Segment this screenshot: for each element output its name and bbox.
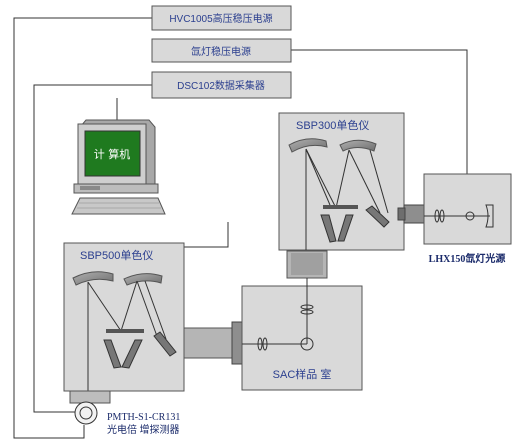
- sbp500-monochromator: SBP500单色仪: [63, 242, 243, 410]
- sbp300-label: SBP300单色仪: [296, 118, 369, 132]
- detector-model-label: PMTH-S1-CR131: [107, 412, 180, 423]
- computer-screen: [84, 130, 141, 177]
- sbp500-label: SBP500单色仪: [80, 248, 153, 262]
- keyboard-icon: [71, 197, 166, 215]
- sample-chamber: SAC样品 室: [241, 278, 363, 391]
- data-acquisition-label: DSC102数据采集器: [177, 79, 265, 92]
- computer-icon: 计 算机: [71, 119, 166, 215]
- computer-screen-label: 计 算机: [94, 147, 131, 161]
- sbp300-monochromator: SBP300单色仪: [278, 112, 425, 279]
- xenon-light-source: LHX150氙灯光源: [423, 173, 512, 265]
- sample-chamber-label: SAC样品 室: [273, 367, 332, 381]
- lamp-supply-box: 氙灯稳压电源: [151, 38, 292, 63]
- data-acquisition-box: DSC102数据采集器: [151, 71, 292, 99]
- hv-supply-label: HVC1005高压稳压电源: [169, 12, 272, 25]
- photomultiplier-detector: PMTH-S1-CR131 光电倍 增探测器: [74, 401, 180, 436]
- hv-supply-box: HVC1005高压稳压电源: [151, 5, 292, 31]
- detector-name-label: 光电倍 增探测器: [107, 423, 180, 436]
- lamp-supply-label: 氙灯稳压电源: [191, 45, 251, 58]
- light-source-label: LHX150氙灯光源: [429, 252, 506, 265]
